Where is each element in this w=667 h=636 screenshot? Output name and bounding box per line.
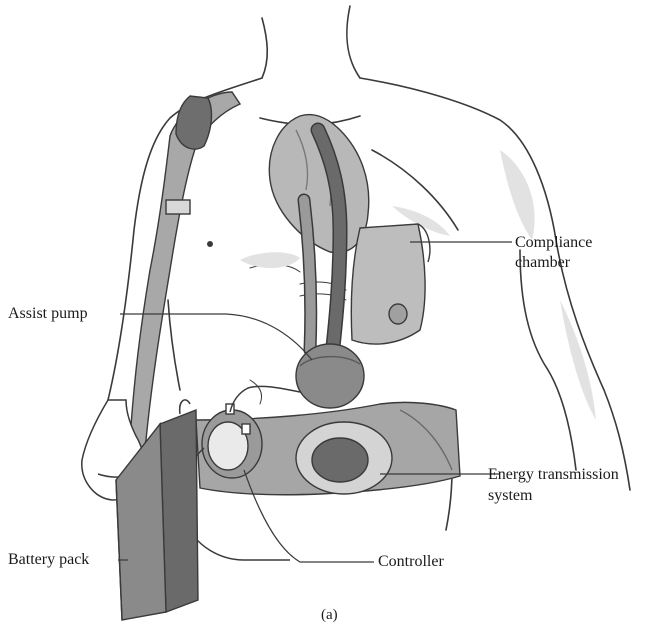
label-energy-line1: Energy transmission (488, 465, 619, 484)
label-battery-pack: Battery pack (8, 550, 89, 569)
label-energy-line2: system (488, 486, 619, 505)
label-controller: Controller (378, 552, 444, 571)
label-assist-pump: Assist pump (8, 304, 88, 323)
energy-transmission-coil (296, 422, 392, 494)
label-energy-transmission-system: Energy transmission system (488, 465, 619, 505)
label-compliance-line1: Compliance (515, 233, 592, 252)
label-compliance-chamber: Compliance chamber (515, 233, 592, 272)
label-compliance-line2: chamber (515, 253, 592, 272)
figure-caption: (a) (321, 607, 338, 624)
controller-device (202, 404, 262, 478)
